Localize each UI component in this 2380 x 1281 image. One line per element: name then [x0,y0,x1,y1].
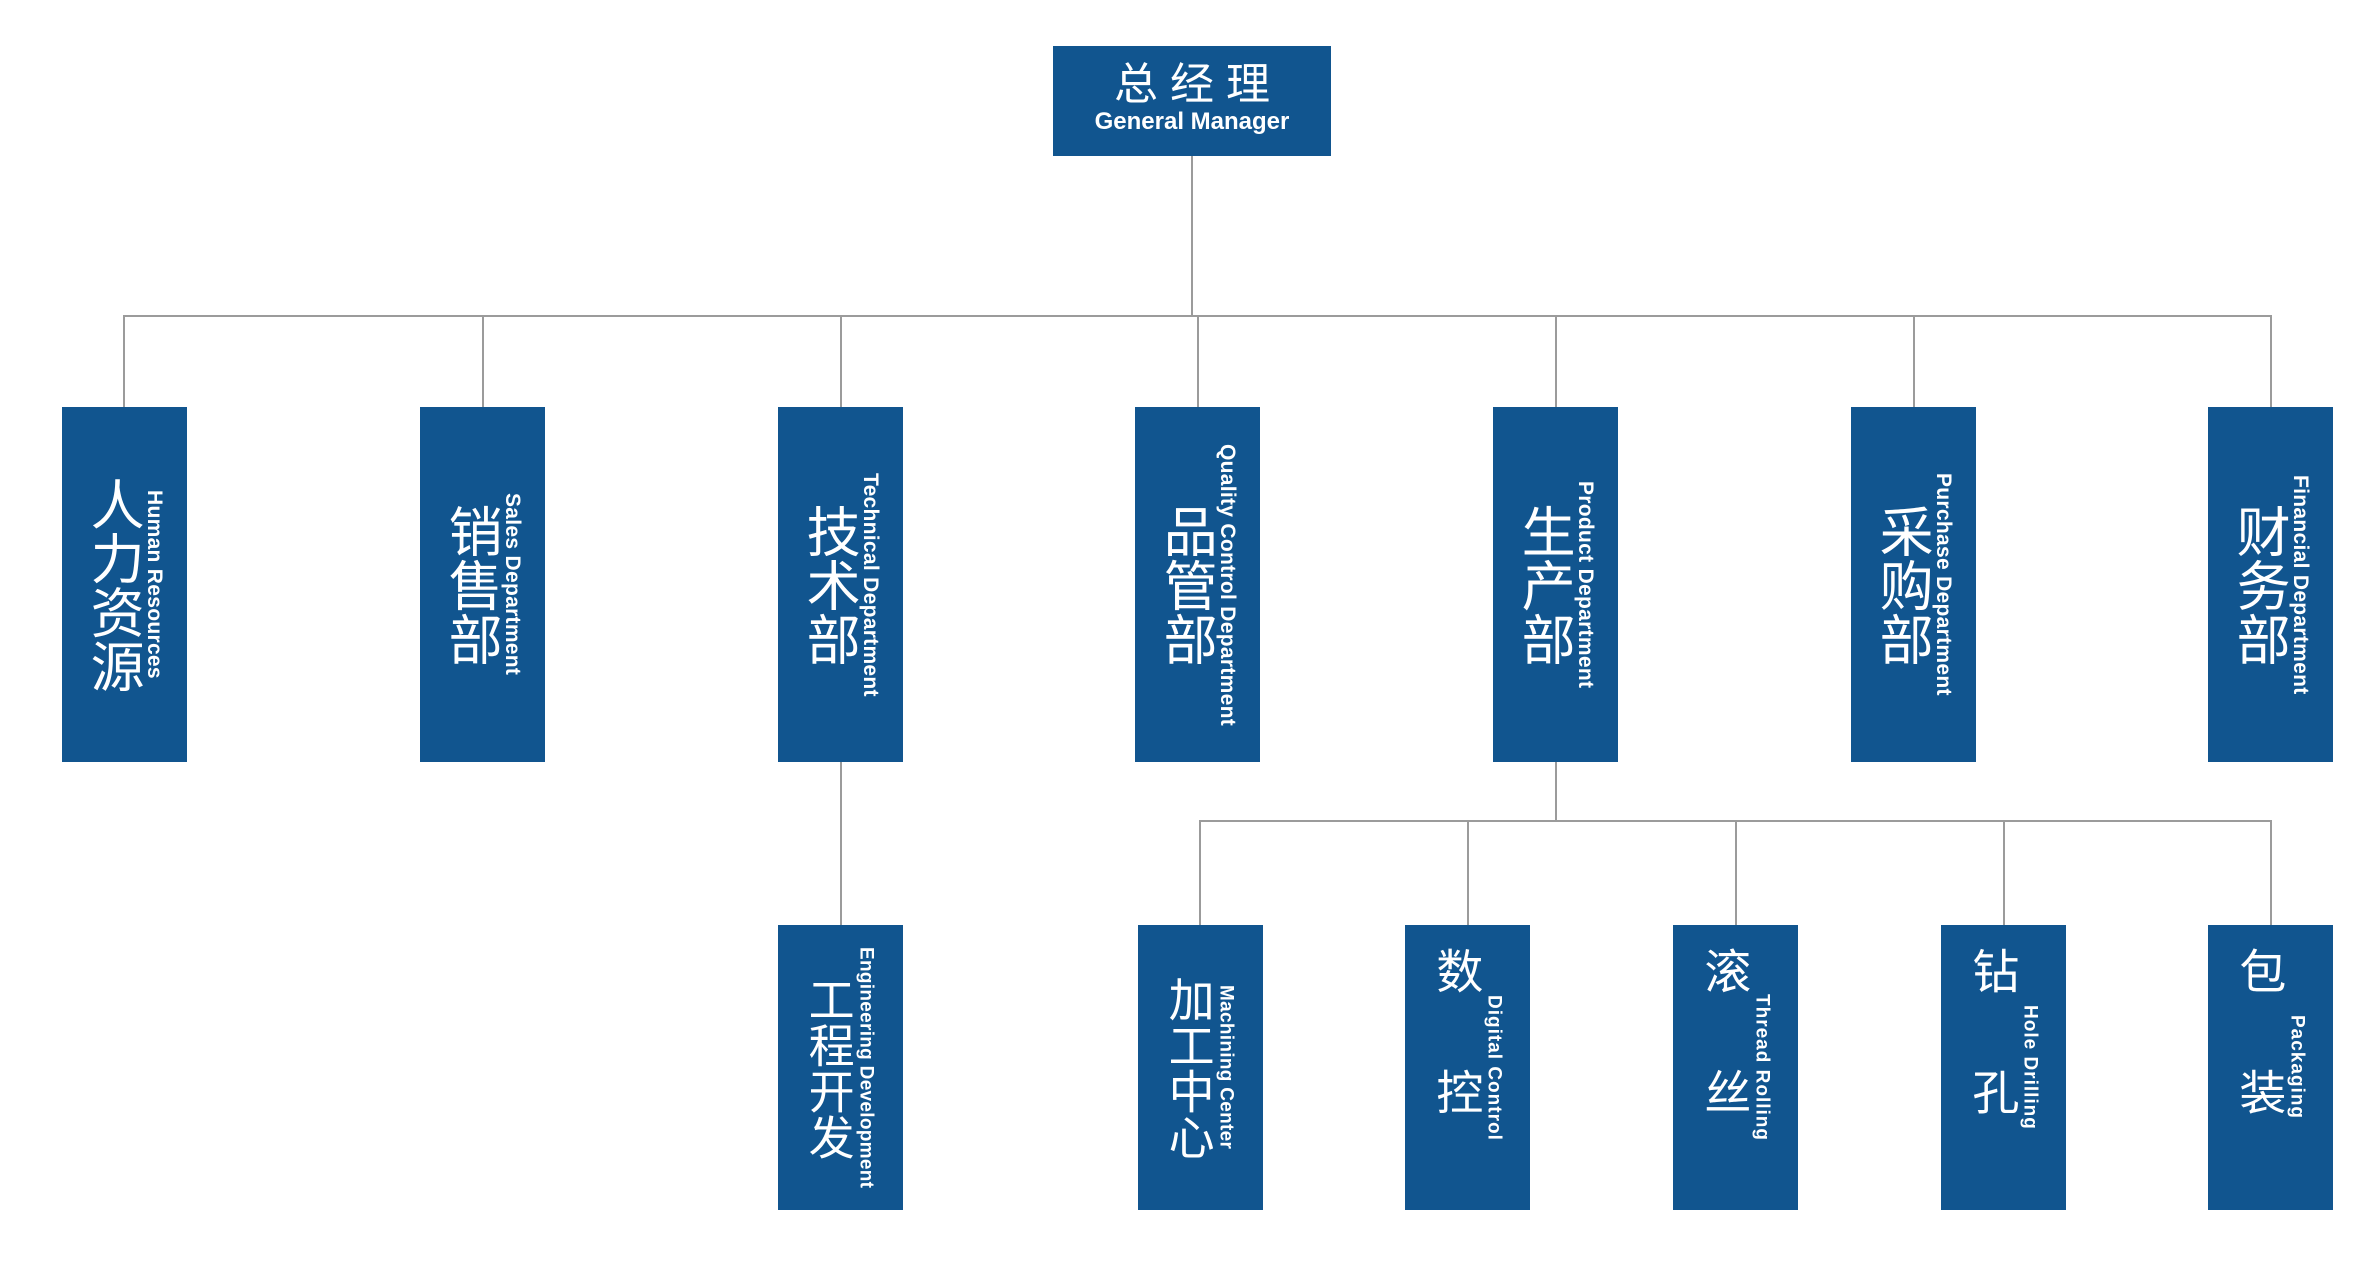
node-label-en: Packaging [2286,1015,2308,1120]
node-packaging[interactable]: 包装 Packaging [2208,925,2333,1210]
node-label-en: Thread Rolling [1751,994,1773,1141]
node-label-cn: 销售部 [440,503,501,666]
node-label-en: Digital Control [1483,994,1505,1141]
connector-drop-packaging [2270,820,2272,925]
node-thread-rolling[interactable]: 滚丝 Thread Rolling [1673,925,1798,1210]
node-engineering-development[interactable]: 工程开发 Engineering Development [778,925,903,1210]
connector-drop-financial [2270,315,2272,407]
node-label-cn: 包装 [2232,946,2286,1189]
node-quality-control-department[interactable]: 品管部 Quality Control Department [1135,407,1260,762]
connector-production-bus [1199,820,2270,822]
connector-drop-hr [123,315,125,407]
connector-drop-machining-center [1199,820,1201,925]
node-label-en: Sales Department [501,493,525,676]
connector-drop-sales [482,315,484,407]
node-hole-drilling[interactable]: 钻孔 Hole Drilling [1941,925,2066,1210]
connector-production-stem [1555,762,1557,820]
node-label-cn: 工程开发 [802,975,855,1160]
node-label-cn: 技术部 [798,503,859,666]
node-label-en: Hole Drilling [2019,1005,2041,1130]
node-label-cn: 财务部 [2228,503,2289,666]
node-general-manager[interactable]: 总经理 General Manager [1053,46,1331,156]
node-label-cn: 滚丝 [1697,946,1751,1189]
node-label-en: Quality Control Department [1216,443,1240,726]
connector-drop-hole-drilling [2003,820,2005,925]
node-digital-control[interactable]: 数控 Digital Control [1405,925,1530,1210]
connector-technical-to-engineering [840,762,842,925]
node-label-cn: 品管部 [1155,503,1216,666]
node-label-en: Product Department [1574,480,1598,689]
node-label-cn: 加工中心 [1162,975,1215,1160]
node-label-en: Technical Department [859,472,883,697]
node-human-resources[interactable]: 人力资源 Human Resources [62,407,187,762]
node-label-cn: 采购部 [1871,503,1932,666]
node-financial-department[interactable]: 财务部 Financial Department [2208,407,2333,762]
node-label-en: Machining Center [1215,985,1237,1150]
node-label-en: Engineering Development [855,946,877,1189]
node-sales-department[interactable]: 销售部 Sales Department [420,407,545,762]
node-label-en: Human Resources [143,490,167,679]
connector-drop-technical [840,315,842,407]
node-label-cn: 钻孔 [1965,946,2019,1189]
node-label-cn: 人力资源 [82,476,143,693]
node-label-cn: 数控 [1429,946,1483,1189]
connector-drop-thread-rolling [1735,820,1737,925]
node-label-cn: 生产部 [1513,503,1574,666]
connector-drop-quality [1197,315,1199,407]
node-purchase-department[interactable]: 采购部 Purchase Department [1851,407,1976,762]
node-label-en: Financial Department [2289,474,2313,695]
node-machining-center[interactable]: 加工中心 Machining Center [1138,925,1263,1210]
connector-drop-purchase [1913,315,1915,407]
connector-drop-digital-control [1467,820,1469,925]
node-product-department[interactable]: 生产部 Product Department [1493,407,1618,762]
node-technical-department[interactable]: 技术部 Technical Department [778,407,903,762]
connector-drop-production [1555,315,1557,407]
connector-root-stem [1191,156,1193,316]
node-label-en: General Manager [1094,108,1290,136]
node-label-en: Purchase Department [1932,473,1956,696]
node-label-cn: 总经理 [1114,60,1282,110]
